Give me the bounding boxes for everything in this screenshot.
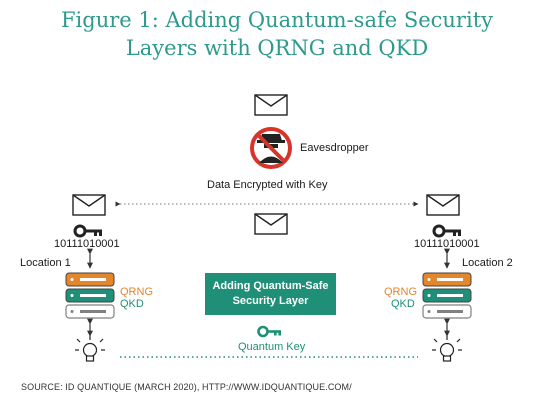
right-qrng-label: QRNG bbox=[384, 286, 417, 298]
quantum-safe-layer-badge: Adding Quantum-Safe Security Layer bbox=[205, 273, 336, 315]
lightbulb-icon-right bbox=[432, 336, 462, 362]
location-1-label: Location 1 bbox=[20, 257, 71, 269]
forbidden-icon bbox=[250, 127, 292, 169]
source-note: SOURCE: ID QUANTIQUE (MARCH 2020), HTTP:… bbox=[21, 382, 352, 392]
server-stack-icon-right bbox=[422, 272, 472, 319]
channel-label: Data Encrypted with Key bbox=[207, 179, 328, 191]
left-qrng-label: QRNG bbox=[120, 286, 153, 298]
server-stack-icon-left bbox=[65, 272, 115, 319]
badge-line-1: Adding Quantum-Safe bbox=[212, 280, 329, 292]
location-2-label: Location 2 bbox=[462, 257, 513, 269]
title-line-2: Layers with QRNG and QKD bbox=[125, 36, 429, 60]
key-icon-center bbox=[257, 325, 281, 338]
right-bits-label: 10111010001 bbox=[414, 238, 480, 250]
envelope-icon-right bbox=[426, 194, 460, 216]
badge-line-2: Security Layer bbox=[232, 295, 309, 307]
envelope-icon-left bbox=[72, 194, 106, 216]
diagram-title: Figure 1: Adding Quantum-safe Security L… bbox=[0, 6, 554, 62]
left-qkd-label: QKD bbox=[120, 298, 144, 310]
envelope-icon-middle bbox=[254, 213, 288, 235]
key-icon-right bbox=[432, 224, 461, 238]
title-line-1: Figure 1: Adding Quantum-safe Security bbox=[60, 8, 493, 32]
eavesdropper-label: Eavesdropper bbox=[300, 142, 369, 154]
left-bits-label: 10111010001 bbox=[54, 238, 120, 250]
envelope-icon-top bbox=[254, 94, 288, 116]
lightbulb-icon-left bbox=[75, 336, 105, 362]
right-qkd-label: QKD bbox=[391, 298, 415, 310]
quantum-key-label: Quantum Key bbox=[238, 341, 306, 353]
key-icon-left bbox=[73, 224, 102, 238]
